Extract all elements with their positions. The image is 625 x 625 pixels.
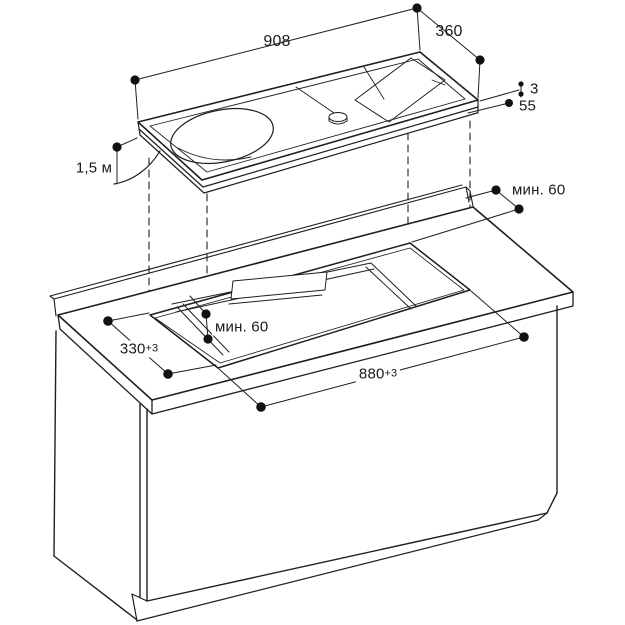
dimension-cable — [112, 137, 138, 185]
control-knob — [328, 112, 348, 125]
cutout-depth-tolerance: +3 — [145, 342, 159, 355]
label-cutout-width: 880+3 — [355, 365, 401, 383]
cutout-depth-value: 330 — [119, 340, 146, 358]
cabinet — [53, 305, 558, 622]
backsplash — [49, 184, 474, 317]
right-zone — [354, 57, 446, 123]
dimension-330 — [103, 312, 217, 379]
label-min-clearance-side: мин. 60 — [212, 318, 272, 336]
label-hob-width: 908 — [263, 33, 291, 50]
dimension-min60-rear — [411, 185, 524, 243]
label-min-clearance-rear: мин. 60 — [512, 181, 566, 199]
label-glass-thickness: 3 — [530, 80, 539, 98]
zone-divider-line — [295, 86, 335, 114]
label-cable-length: 1,5 м — [75, 159, 113, 177]
burner-ellipse — [170, 108, 274, 164]
cooktop — [137, 51, 479, 194]
label-cutout-depth: 330+3 — [116, 340, 162, 358]
label-body-height: 55 — [519, 97, 537, 115]
power-cable — [112, 137, 161, 185]
label-hob-depth: 360 — [435, 23, 463, 40]
plinth — [131, 512, 548, 622]
cutout-interior — [171, 262, 417, 356]
worktop-cutout — [149, 242, 471, 369]
countertop — [49, 184, 574, 415]
cutout-width-tolerance: +3 — [384, 367, 398, 380]
dimension-min60-side — [189, 295, 213, 344]
thickness-leaders — [467, 81, 524, 114]
dimension-360 — [416, 7, 485, 99]
cutout-width-value: 880 — [358, 365, 385, 383]
